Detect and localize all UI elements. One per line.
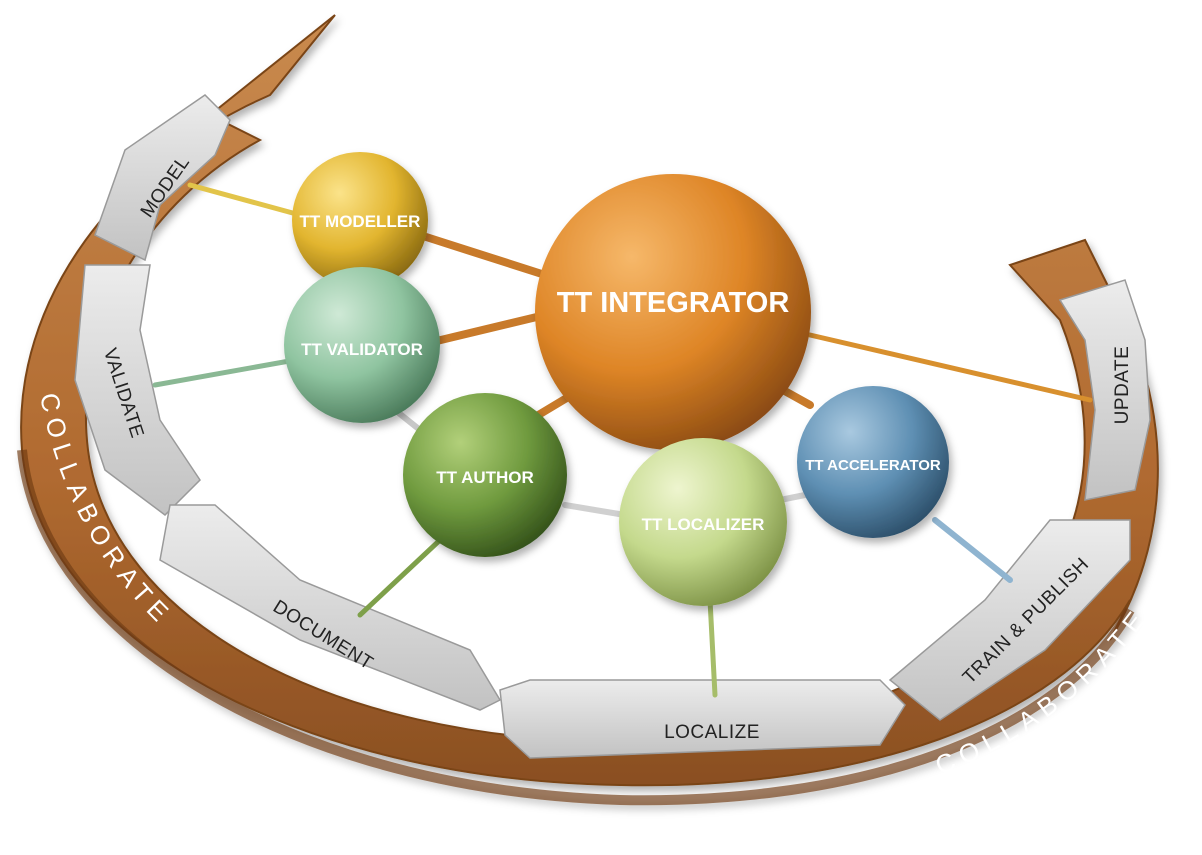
rod-validator-integrator [416,311,549,349]
ring-rim [17,449,1135,806]
rod-model-modeller [187,182,303,218]
spheres: TT MODELLER TT VALIDATOR TT INTEGRATOR T… [284,152,949,606]
rod-modeller-integrator [416,231,549,279]
rod-author-document [357,537,443,618]
sphere-author-label: TT AUTHOR [436,468,534,487]
rod-validate-validator [152,357,298,388]
panel-localize [499,679,906,759]
sphere-validator[interactable]: TT VALIDATOR [284,267,440,423]
sphere-modeller-label: TT MODELLER [300,212,421,231]
stage-update-label[interactable]: UPDATE [1112,346,1133,425]
panel-update [1058,279,1151,501]
panel-train-publish [888,519,1131,721]
rod-accelerator-train [932,517,1013,583]
stage-panels [74,94,1151,759]
sphere-integrator[interactable]: TT INTEGRATOR [535,174,811,450]
rod-author-localizer [562,502,628,518]
sphere-integrator-label: TT INTEGRATOR [557,287,790,319]
sphere-accelerator-label: TT ACCELERATOR [805,457,941,474]
sphere-localizer[interactable]: TT LOCALIZER [619,438,787,606]
stage-localize-label[interactable]: LOCALIZE [664,722,760,743]
panel-validate [74,264,201,516]
rod-localizer-accelerator [777,492,808,503]
sphere-author[interactable]: TT AUTHOR [403,393,567,557]
panel-document [159,504,502,711]
sphere-validator-label: TT VALIDATOR [301,340,423,359]
sphere-localizer-label: TT LOCALIZER [642,515,765,534]
panel-model [94,94,231,262]
sphere-accelerator[interactable]: TT ACCELERATOR [797,386,949,538]
rod-integrator-update [807,332,1093,403]
sphere-modeller[interactable]: TT MODELLER [292,152,428,288]
rod-localizer-localize [707,597,718,698]
